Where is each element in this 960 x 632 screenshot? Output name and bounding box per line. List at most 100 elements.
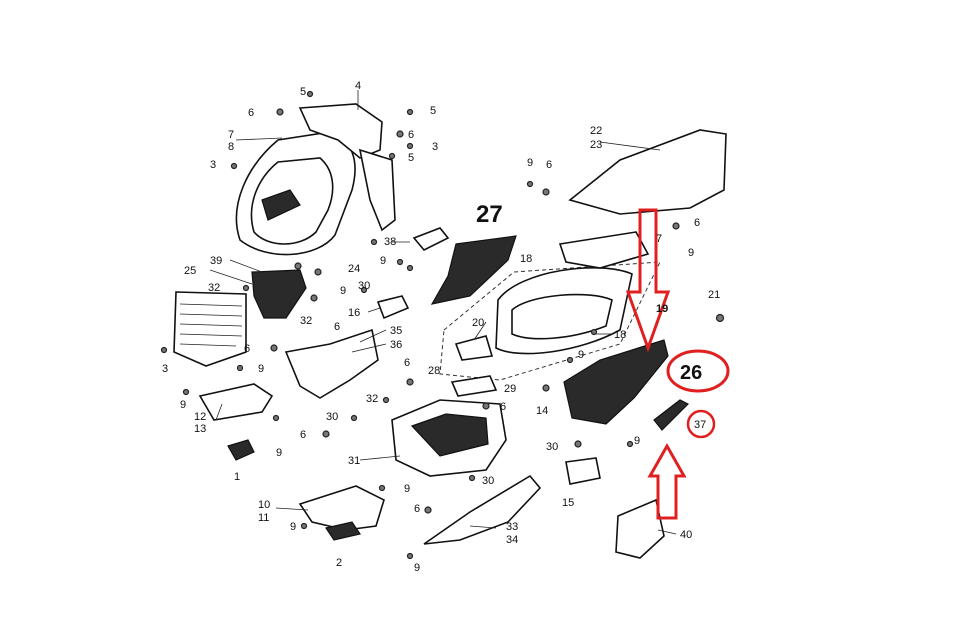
callout-11: 11 bbox=[258, 512, 269, 524]
callout-38: 38 bbox=[384, 236, 396, 248]
bracket-15 bbox=[565, 457, 601, 485]
screws bbox=[160, 90, 725, 560]
front-grille bbox=[173, 291, 247, 367]
callout-23: 23 bbox=[590, 139, 602, 151]
callout-9: 9 bbox=[380, 255, 386, 267]
callout-30: 30 bbox=[546, 441, 558, 453]
callout-34: 34 bbox=[506, 534, 518, 546]
small-cover-1 bbox=[227, 439, 255, 461]
clip-38 bbox=[412, 227, 450, 251]
trim-37 bbox=[653, 399, 690, 431]
callout-9: 9 bbox=[404, 483, 410, 495]
callout-6: 6 bbox=[404, 357, 410, 369]
callout-39: 39 bbox=[210, 255, 222, 267]
callout-6: 6 bbox=[546, 159, 552, 171]
callout-37: 37 bbox=[694, 419, 706, 431]
body-side-26 bbox=[563, 339, 669, 425]
callout-13: 13 bbox=[194, 423, 206, 435]
rear-side-cover bbox=[568, 129, 727, 215]
inner-panel bbox=[284, 328, 379, 399]
lower-cover-10 bbox=[298, 485, 385, 531]
headlight-cover bbox=[251, 269, 307, 319]
callout-6: 6 bbox=[334, 321, 340, 333]
callout-9: 9 bbox=[290, 521, 296, 533]
callout-25: 25 bbox=[184, 265, 196, 277]
callout-28: 28 bbox=[428, 365, 440, 377]
callout-7: 7 bbox=[656, 233, 662, 245]
callout-9: 9 bbox=[527, 157, 533, 169]
callout-3: 3 bbox=[210, 159, 216, 171]
floor-cover-left bbox=[198, 383, 274, 421]
callout-6: 6 bbox=[300, 429, 306, 441]
bracket-16 bbox=[376, 295, 410, 320]
callout-9: 9 bbox=[258, 363, 264, 375]
callout-30: 30 bbox=[482, 475, 494, 487]
callout-36: 36 bbox=[390, 339, 402, 351]
callout-16: 16 bbox=[348, 307, 360, 319]
mud-flap-40 bbox=[615, 498, 665, 559]
callout-40: 40 bbox=[680, 529, 692, 541]
callout-14: 14 bbox=[536, 405, 548, 417]
callout-35: 35 bbox=[390, 325, 402, 337]
callout-31: 31 bbox=[348, 455, 360, 467]
callout-1: 1 bbox=[234, 471, 240, 483]
callout-5: 5 bbox=[408, 152, 414, 164]
callout-33: 33 bbox=[506, 521, 518, 533]
callout-6: 6 bbox=[244, 343, 250, 355]
arrow-down-icon bbox=[625, 208, 671, 353]
tunnel-cover bbox=[558, 231, 650, 269]
callout-26: 26 bbox=[680, 362, 702, 384]
callout-2: 2 bbox=[336, 557, 342, 569]
callout-9: 9 bbox=[180, 399, 186, 411]
callout-32: 32 bbox=[300, 315, 312, 327]
callout-20: 20 bbox=[472, 317, 484, 329]
highlight-circle-37 bbox=[686, 409, 716, 439]
luggage-box bbox=[439, 261, 661, 381]
callout-10: 10 bbox=[258, 499, 270, 511]
red-annotations bbox=[625, 208, 730, 520]
callout-19: 19 bbox=[656, 303, 668, 315]
callout-3: 3 bbox=[432, 141, 438, 153]
front-upper-shield bbox=[235, 103, 396, 256]
callout-5: 5 bbox=[300, 86, 306, 98]
callout-32: 32 bbox=[366, 393, 378, 405]
callout-15: 15 bbox=[562, 497, 574, 509]
callout-9: 9 bbox=[688, 247, 694, 259]
callout-30: 30 bbox=[326, 411, 338, 423]
callout-6: 6 bbox=[694, 217, 700, 229]
callout-18: 18 bbox=[520, 253, 532, 265]
callout-9: 9 bbox=[634, 435, 640, 447]
callout-18: 18 bbox=[614, 329, 626, 341]
callout-8: 8 bbox=[228, 141, 234, 153]
callout-27: 27 bbox=[476, 201, 503, 228]
callout-21: 21 bbox=[708, 289, 720, 301]
cover-29 bbox=[450, 375, 498, 397]
callout-9: 9 bbox=[414, 562, 420, 574]
callout-6: 6 bbox=[408, 129, 414, 141]
callout-labels: 4 5 5 5 6 6 7 8 3 3 22 23 9 6 27 38 18 6… bbox=[162, 80, 720, 574]
callout-5: 5 bbox=[430, 105, 436, 117]
callout-12: 12 bbox=[194, 411, 206, 423]
callout-30: 30 bbox=[358, 280, 370, 292]
callout-22: 22 bbox=[590, 125, 602, 137]
floor-panel-31-inner bbox=[410, 413, 489, 457]
callout-24: 24 bbox=[348, 263, 360, 275]
callout-6: 6 bbox=[414, 503, 420, 515]
callout-4: 4 bbox=[355, 80, 361, 92]
callout-9: 9 bbox=[340, 285, 346, 297]
callout-7: 7 bbox=[228, 129, 234, 141]
lower-cover-33 bbox=[423, 474, 542, 545]
callout-9: 9 bbox=[578, 349, 584, 361]
callout-29: 29 bbox=[504, 383, 516, 395]
callout-3: 3 bbox=[162, 363, 168, 375]
callout-32: 32 bbox=[208, 282, 220, 294]
callout-6: 6 bbox=[500, 401, 506, 413]
leader-lines bbox=[209, 90, 677, 535]
inner-shield-27 bbox=[430, 235, 517, 305]
callout-9: 9 bbox=[276, 447, 282, 459]
arrow-up-icon bbox=[647, 442, 687, 520]
lower-cover-2 bbox=[325, 521, 361, 541]
callout-6: 6 bbox=[248, 107, 254, 119]
